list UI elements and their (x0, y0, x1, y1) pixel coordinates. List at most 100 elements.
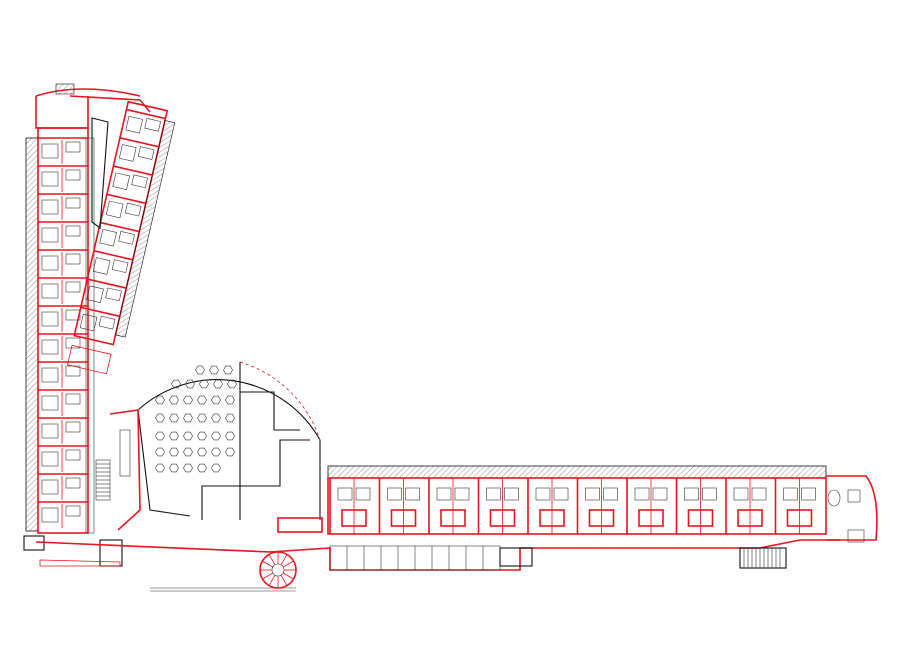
west-guest-rooms (38, 137, 88, 528)
round-table (155, 431, 165, 441)
room-partition (80, 306, 120, 318)
round-table (227, 379, 237, 389)
wardrobe (553, 487, 569, 501)
bed (41, 311, 59, 327)
east-wing (327, 465, 878, 543)
spiral-tread (280, 574, 288, 586)
wardrobe (652, 487, 668, 501)
room-partition (119, 137, 160, 148)
round-table (185, 379, 195, 389)
bed (112, 172, 130, 190)
hall-tables (155, 365, 237, 473)
bathroom (118, 231, 135, 245)
round-table (169, 447, 179, 457)
bed (79, 313, 98, 332)
bed (41, 479, 59, 495)
spiral-tread (262, 560, 274, 568)
round-table (183, 413, 193, 423)
round-table (197, 395, 207, 405)
bathroom (144, 118, 161, 132)
bathroom (65, 449, 81, 461)
bathroom (486, 487, 501, 501)
bed (41, 339, 59, 355)
angled-wing (67, 100, 176, 375)
round-table (169, 395, 179, 405)
bathroom (535, 487, 551, 501)
east-guest-rooms (329, 478, 816, 534)
bathroom (634, 487, 650, 501)
bathroom (137, 146, 155, 160)
room-partition (87, 278, 127, 289)
round-table (171, 379, 181, 389)
wardrobe (603, 487, 618, 501)
bathroom (65, 421, 81, 433)
west-stair (95, 459, 111, 501)
bathroom (684, 487, 699, 501)
bed (86, 285, 104, 303)
bed (99, 228, 117, 247)
round-table (213, 379, 223, 389)
room-partition (100, 221, 140, 233)
bathroom (131, 174, 148, 189)
round-table (155, 447, 165, 457)
bed (41, 199, 59, 215)
bathroom (783, 487, 798, 501)
bed (125, 115, 144, 134)
bathroom (105, 287, 122, 302)
round-table (211, 431, 221, 441)
round-table (169, 431, 179, 441)
bathroom (65, 393, 81, 405)
round-table (211, 447, 221, 457)
spiral-tread (282, 572, 294, 580)
round-table (197, 431, 207, 441)
round-table (209, 365, 219, 375)
wardrobe (504, 487, 519, 501)
bathroom (387, 487, 402, 501)
round-table (225, 431, 235, 441)
round-table (223, 365, 233, 375)
round-table (183, 431, 193, 441)
bed (105, 200, 124, 219)
room-partition (126, 108, 166, 120)
round-table (211, 395, 221, 405)
bathroom (65, 309, 81, 321)
bathroom (65, 141, 81, 153)
bed (41, 143, 59, 159)
wardrobe (405, 487, 420, 501)
bathroom (111, 259, 129, 273)
spiral-tread (268, 554, 276, 566)
round-table (225, 413, 235, 423)
round-table (225, 395, 235, 405)
bed (41, 507, 59, 523)
bed (118, 144, 137, 162)
bed (41, 423, 59, 439)
bathroom (733, 487, 749, 501)
banquet-hall (109, 361, 321, 531)
round-table (183, 447, 193, 457)
bathroom (585, 487, 600, 501)
wardrobe (801, 487, 816, 501)
bed (41, 395, 59, 411)
spiral-tread (280, 554, 288, 566)
spiral-tread (282, 560, 294, 568)
bed (92, 257, 111, 275)
room-partition (93, 250, 133, 261)
wardrobe (702, 487, 717, 501)
round-table (197, 447, 207, 457)
bed (41, 171, 59, 187)
round-table (211, 413, 221, 423)
spiral-stair (259, 551, 297, 589)
bathroom (124, 202, 142, 217)
bathroom (436, 487, 452, 501)
spiral-tread (268, 574, 276, 586)
west-wing (23, 83, 141, 567)
wardrobe (751, 487, 767, 501)
bathroom (65, 281, 81, 293)
round-table (197, 463, 207, 473)
round-table (183, 463, 193, 473)
bed (41, 451, 59, 467)
south-corridor (35, 517, 840, 592)
spiral-tread (262, 572, 274, 580)
round-table (199, 379, 209, 389)
